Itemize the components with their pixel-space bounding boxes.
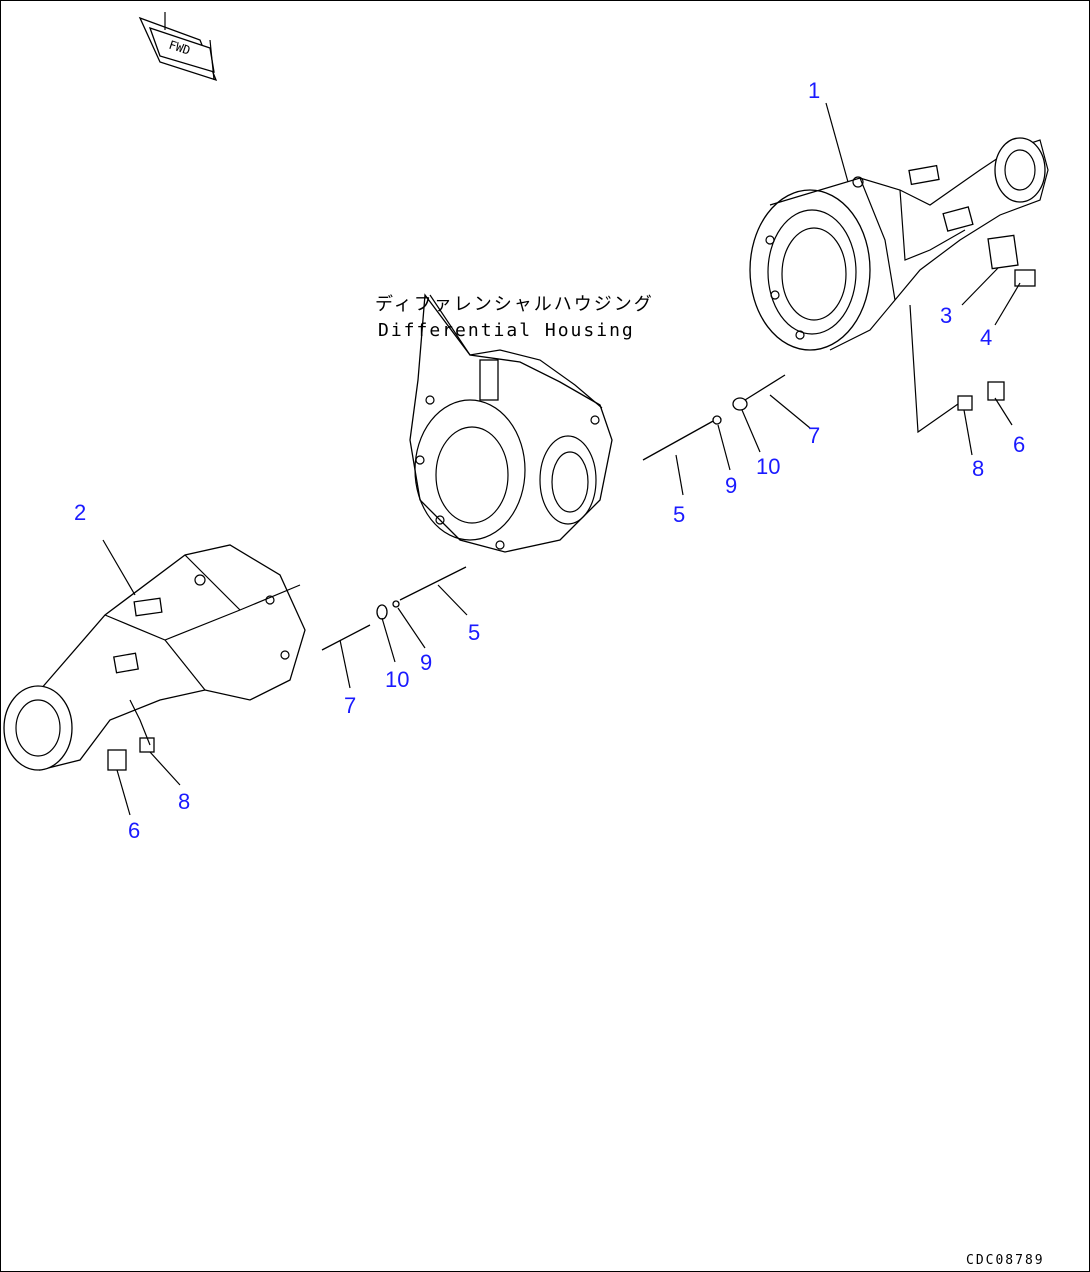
left-axle-housing-drawing [3, 544, 306, 771]
callout-5-stud-left: 5 [468, 620, 480, 645]
bolt-part-4 [1014, 269, 1036, 287]
stud-part-5-right [642, 419, 716, 461]
callout-9-washer-right: 9 [725, 473, 737, 498]
callout-3-plate: 3 [940, 303, 952, 328]
plug-part-6-right [987, 381, 1005, 401]
washer-part-9-right [712, 415, 722, 425]
differential-housing-caption-jp: ディファレンシャルハウジング [375, 294, 654, 315]
right-small-parts [642, 234, 1036, 461]
callout-5-stud-right: 5 [673, 502, 685, 527]
pipe-part-7-right [744, 374, 786, 401]
svg-text:FWD: FWD [167, 38, 192, 58]
callout-2-left-housing: 2 [74, 500, 86, 525]
callout-6-plug-right: 6 [1013, 432, 1025, 457]
differential-housing-caption-en: Differential Housing [378, 320, 635, 341]
stud-part-5-left [399, 566, 467, 601]
callout-9-washer-left: 9 [420, 650, 432, 675]
drawing-code: CDC08789 [966, 1253, 1045, 1268]
callout-10-ring-right: 10 [756, 454, 780, 479]
callout-4-bolt: 4 [980, 325, 992, 350]
pipe-part-7-left [321, 624, 371, 651]
callout-6-plug-left: 6 [128, 818, 140, 843]
washer-part-9-left [392, 600, 400, 608]
callout-8-washer-right: 8 [972, 456, 984, 481]
differential-housing-drawing [409, 293, 613, 553]
plate-part-3 [987, 234, 1019, 270]
front-direction-marker-icon: FWD [138, 12, 218, 82]
washer-part-8-right [957, 395, 973, 411]
ring-part-10-left [376, 604, 388, 620]
callout-7-pipe-left: 7 [344, 693, 356, 718]
callout-8-washer-left: 8 [178, 789, 190, 814]
right-axle-housing-drawing [749, 137, 1049, 351]
callout-1-right-housing: 1 [808, 78, 820, 103]
washer-part-8-left [139, 737, 155, 753]
ring-part-10-right [732, 397, 748, 411]
callout-7-pipe-right: 7 [808, 423, 820, 448]
leader-lines [102, 102, 1021, 816]
callout-10-ring-left: 10 [385, 667, 409, 692]
plug-part-6-left [107, 749, 127, 771]
